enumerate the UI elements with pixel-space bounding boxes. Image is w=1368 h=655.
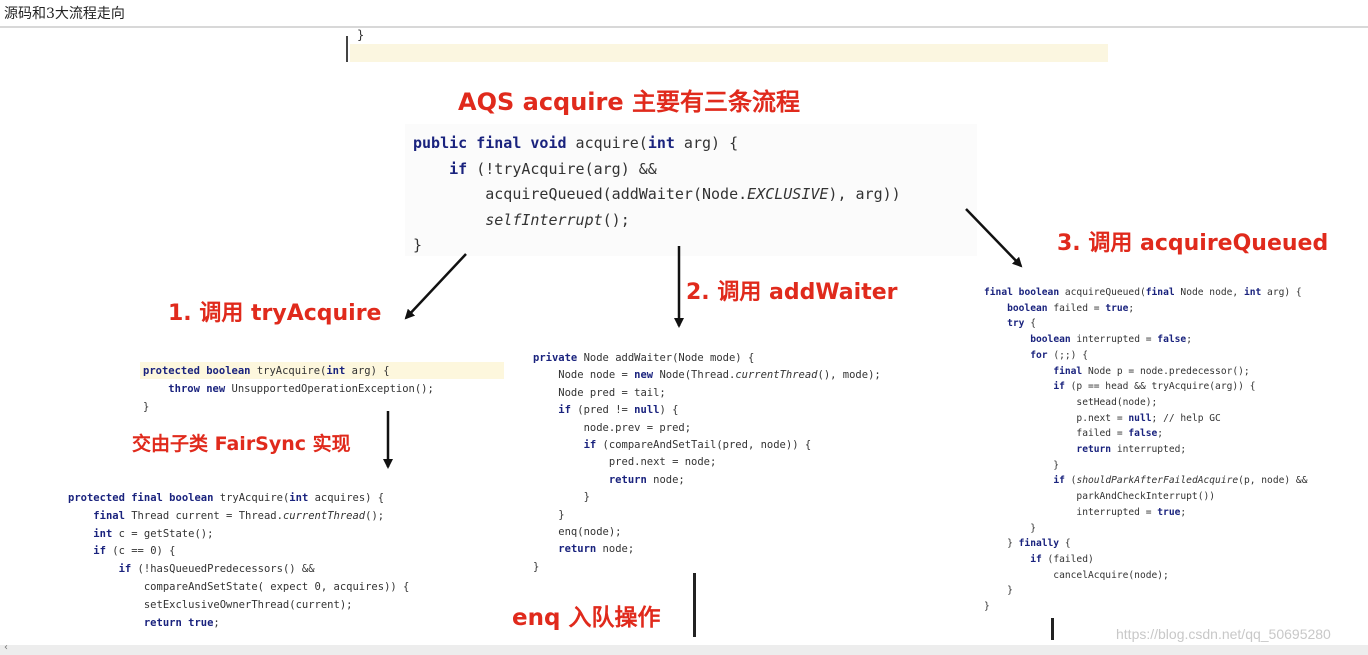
watermark: https://blog.csdn.net/qq_50695280 [1116, 626, 1331, 642]
code-line: final boolean acquireQueued(final Node n… [984, 287, 1302, 298]
code-line: } [533, 560, 540, 573]
code-line: } [984, 601, 990, 613]
code-line: return node; [608, 473, 685, 486]
code-line: setHead(node); [984, 396, 1158, 408]
code-line: final Thread current = Thread.currentThr… [93, 509, 385, 522]
code-line: cancelAcquire(node); [984, 569, 1169, 581]
code-line: Node node = new Node(Thread.currentThrea… [533, 369, 881, 382]
code-line: Node pred = tail; [533, 386, 666, 399]
step3-label: 3. 调用 acquireQueued [1057, 231, 1329, 256]
code-line: public final void acquire(int arg) { [413, 134, 739, 152]
code-line: acquireQueued(addWaiter(Node.EXCLUSIVE),… [413, 185, 901, 203]
code-line: boolean failed = true; [1007, 302, 1135, 314]
code-line: int c = getState(); [93, 527, 214, 540]
code-line: } [413, 236, 423, 254]
code-line: } [533, 508, 565, 521]
code-line: if (!tryAcquire(arg) && [449, 159, 657, 178]
code-line: pred.next = node; [533, 456, 717, 469]
code-line: return interrupted; [1076, 444, 1187, 456]
code-line: if (pred != null) { [558, 404, 679, 417]
arrows-layer [383, 208, 1023, 469]
code-line: if (c == 0) { [93, 545, 176, 558]
acquire-code-background [405, 124, 977, 256]
code-line: } [984, 585, 1013, 597]
code-line: private Node addWaiter(Node mode) { [533, 352, 755, 364]
code-line: if (failed) [1030, 553, 1094, 565]
code-line: for (;;) { [1030, 349, 1088, 361]
code-line: protected final boolean tryAcquire(int a… [68, 492, 385, 504]
code-line: } [533, 491, 590, 504]
code-line: if (p == head && tryAcquire(arg)) { [1053, 381, 1256, 393]
arrow-to-tryacquire [404, 253, 467, 320]
code-line: final Node p = node.predecessor(); [1053, 365, 1250, 377]
fairsync-label: 交由子类 FairSync 实现 [132, 433, 351, 455]
slide-canvas: } AQS acquire 主要有三条流程 public final void … [0, 28, 1368, 645]
code-line: enq(node); [533, 526, 622, 539]
editor-gutter-bar [346, 36, 348, 62]
fairsync-code-block: protected final boolean tryAcquire(int a… [68, 490, 409, 632]
code-line: interrupted = true; [984, 506, 1187, 518]
scroll-left-icon[interactable]: ‹ [4, 642, 8, 653]
code-line: failed = false; [984, 428, 1164, 440]
code-line: try { [1007, 318, 1036, 330]
code-line: boolean interrupted = false; [1030, 334, 1192, 346]
code-line: if (shouldParkAfterFailedAcquire(p, node… [1053, 475, 1308, 487]
code-line: if (compareAndSetTail(pred, node)) { [583, 439, 812, 452]
code-line: return true; [143, 616, 220, 629]
code-line: } finally { [984, 538, 1071, 550]
code-line: } [143, 401, 150, 413]
window-titlebar: 源码和3大流程走向 [0, 0, 1368, 28]
step2-label: 2. 调用 addWaiter [686, 280, 898, 305]
highlighted-line [350, 44, 1108, 62]
code-line: throw new UnsupportedOperationException(… [168, 383, 434, 395]
main-title: AQS acquire 主要有三条流程 [458, 88, 800, 116]
code-line: selfInterrupt(); [485, 210, 630, 229]
bottom-divider [1051, 618, 1054, 640]
code-line: node.prev = pred; [533, 421, 692, 434]
code-line: if (!hasQueuedPredecessors() && [118, 563, 315, 576]
horizontal-scrollbar[interactable]: ‹ [0, 642, 1368, 655]
code-line: protected boolean tryAcquire(int arg) { [143, 365, 390, 377]
tryacquire-code-block: protected boolean tryAcquire(int arg) { … [143, 362, 434, 416]
acquire-code-block: public final void acquire(int arg) { if … [413, 131, 901, 259]
enq-divider [693, 573, 696, 637]
window-title: 源码和3大流程走向 [4, 6, 125, 22]
tryacquire-highlight [140, 362, 504, 379]
code-line: parkAndCheckInterrupt()) [984, 491, 1216, 503]
code-line: } [984, 459, 1060, 471]
code-line: } [984, 522, 1036, 534]
code-line: return node; [558, 543, 635, 556]
addwaiter-code-block: private Node addWaiter(Node mode) { Node… [533, 350, 881, 576]
step1-label: 1. 调用 tryAcquire [168, 301, 382, 326]
code-line: compareAndSetState( expect 0, acquires))… [68, 580, 410, 593]
enq-label: enq 入队操作 [512, 605, 661, 631]
acquirequeued-code-block: final boolean acquireQueued(final Node n… [984, 285, 1307, 615]
code-line: setExclusiveOwnerThread(current); [68, 598, 353, 611]
arrow-to-acquirequeued [965, 208, 1023, 268]
code-line: p.next = null; // help GC [984, 412, 1221, 424]
closing-brace: } [357, 28, 365, 42]
